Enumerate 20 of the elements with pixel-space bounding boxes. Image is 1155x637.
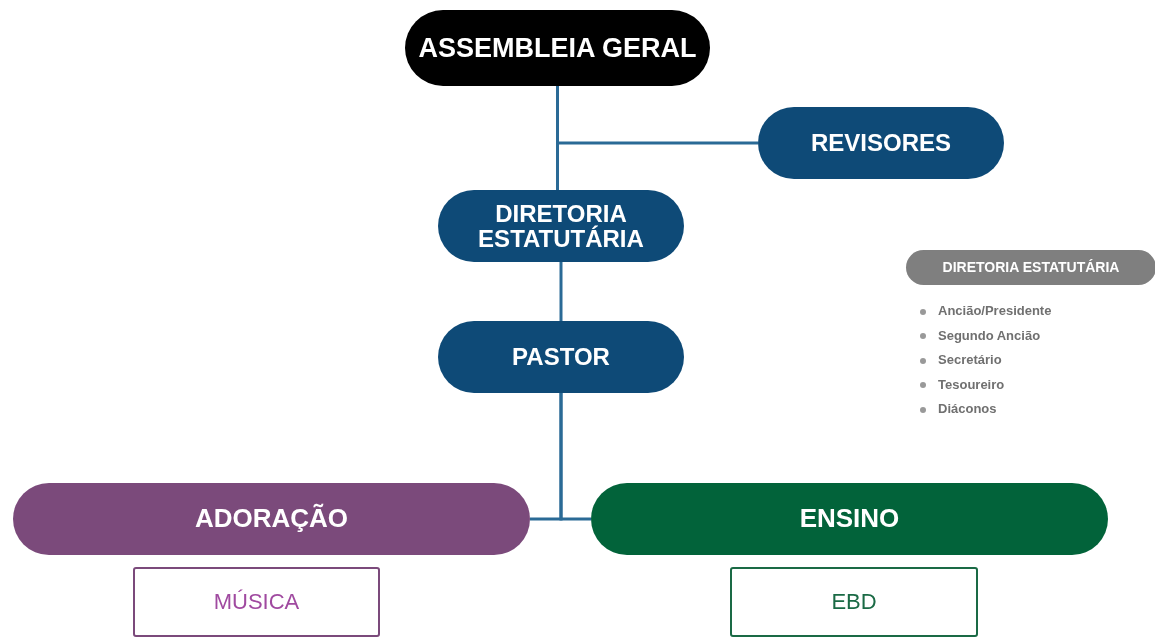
connector-line <box>559 262 563 321</box>
node-label: PASTOR <box>512 344 610 370</box>
list-item: Secretário <box>938 352 1002 367</box>
node-label: MÚSICA <box>213 590 300 614</box>
node-label: ASSEMBLEIA GERAL <box>418 33 697 63</box>
list-item: Ancião/Presidente <box>938 303 1052 318</box>
connector-line <box>556 86 559 190</box>
node-label: DIRETORIA ESTATUTÁRIA <box>478 200 644 252</box>
node-label: ENSINO <box>799 505 900 533</box>
outline-box <box>133 567 380 637</box>
node-label: REVISORES <box>810 130 951 156</box>
node-label: ADORAÇÃO <box>194 505 349 533</box>
node-label: DIRETORIA ESTATUTÁRIA <box>942 260 1120 275</box>
connector-line <box>559 393 591 521</box>
list-item: Tesoureiro <box>938 376 1005 392</box>
list-item: Segundo Ancião <box>938 327 1041 343</box>
list-item: Diáconos <box>938 401 997 416</box>
outline-box <box>730 567 978 637</box>
header-pill <box>906 250 1155 285</box>
node-label: EBD <box>831 590 877 614</box>
